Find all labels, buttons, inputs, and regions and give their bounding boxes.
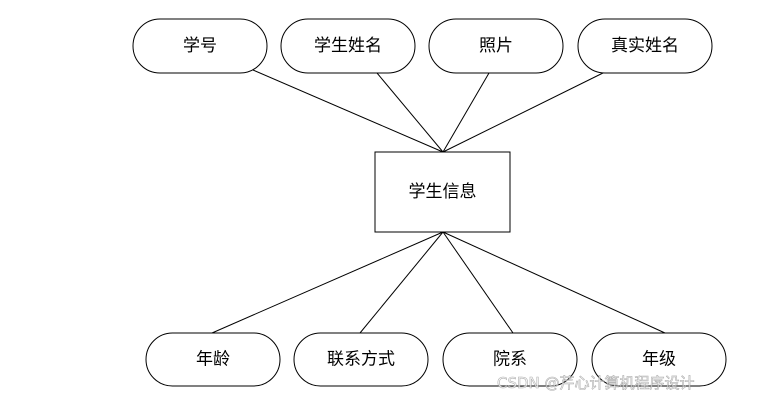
attribute-label: 院系: [493, 350, 527, 370]
connector-line: [359, 231, 444, 334]
attribute-oval: [577, 18, 713, 74]
attribute-label: 照片: [479, 36, 513, 56]
attribute-label: 年龄: [196, 350, 230, 370]
attribute-grade: 年级: [591, 332, 727, 387]
connector-line: [252, 69, 444, 153]
attribute-contact: 联系方式: [293, 332, 429, 387]
attribute-oval: [280, 18, 416, 74]
connector-line: [442, 69, 610, 153]
attribute-label: 联系方式: [327, 350, 395, 370]
attribute-label: 真实姓名: [611, 36, 679, 56]
attribute-label: 学生姓名: [314, 36, 382, 56]
attribute-label: 学号: [183, 36, 217, 56]
attribute-oval: [591, 332, 727, 387]
attribute-oval: [132, 18, 268, 74]
connector-line: [376, 72, 444, 153]
top-connectors: [252, 69, 610, 153]
entity-box: [374, 151, 511, 233]
connector-line: [442, 72, 490, 153]
attribute-oval: [293, 332, 429, 387]
entity-student-info: 学生信息: [374, 151, 511, 233]
attribute-label: 年级: [642, 350, 676, 370]
attribute-hakuhao: 学号: [132, 18, 268, 74]
attribute-oval: [145, 332, 281, 387]
attribute-student-name: 学生姓名: [280, 18, 416, 74]
attribute-age: 年龄: [145, 332, 281, 387]
attribute-oval: [428, 18, 564, 74]
connector-line: [442, 231, 666, 334]
connector-line: [211, 231, 444, 334]
attribute-photo: 照片: [428, 18, 564, 74]
entity-label: 学生信息: [409, 182, 477, 202]
attribute-real-name: 真实姓名: [577, 18, 713, 74]
connector-line: [442, 231, 514, 334]
attribute-department: 院系: [442, 332, 578, 387]
bottom-connectors: [211, 231, 666, 334]
watermark: CSDN @芹心计算机程序设计: [497, 374, 695, 393]
attribute-oval: [442, 332, 578, 387]
